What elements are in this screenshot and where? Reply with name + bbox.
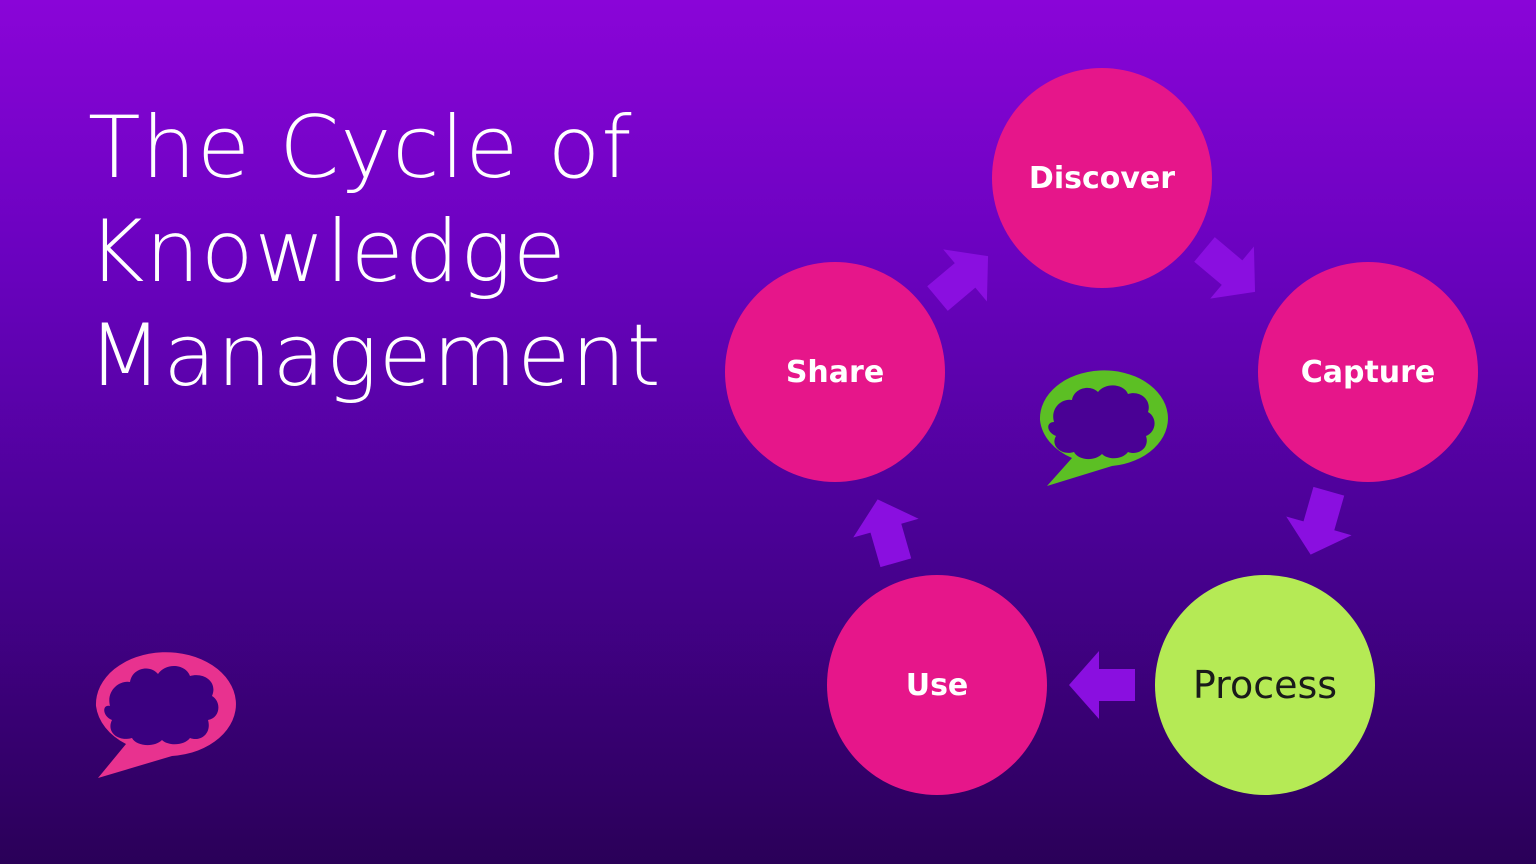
node-circle [827,575,1047,795]
arrow-use-to-share [844,489,929,573]
arrow-process-to-use [1069,651,1135,719]
title-line-3: Management [88,306,662,406]
title-line-2: Knowledge [88,202,567,302]
node-label: Share [786,355,884,390]
node-label: Process [1193,663,1337,707]
node-label: Capture [1301,355,1436,390]
arrow-discover-to-capture [1182,223,1277,318]
brain-speech-bubble-icon [95,652,236,778]
node-circle [992,68,1212,288]
node-circle [1258,262,1478,482]
node-label: Discover [1029,161,1175,196]
node-label: Use [906,668,969,703]
arrow-capture-to-process [1277,481,1362,565]
slide-title: The Cycle of Knowledge Management [88,96,662,408]
cycle-node-use: Use [827,575,1047,795]
cycle-node-capture: Capture [1258,262,1478,482]
cycle-node-share: Share [725,262,945,482]
arrow-share-to-discover [915,230,1010,325]
node-circle [1155,575,1375,795]
title-line-1: The Cycle of [88,98,633,198]
node-circle [725,262,945,482]
cycle-node-discover: Discover [992,68,1212,288]
brain-speech-bubble-icon [1039,370,1168,486]
cycle-node-process: Process [1155,575,1375,795]
